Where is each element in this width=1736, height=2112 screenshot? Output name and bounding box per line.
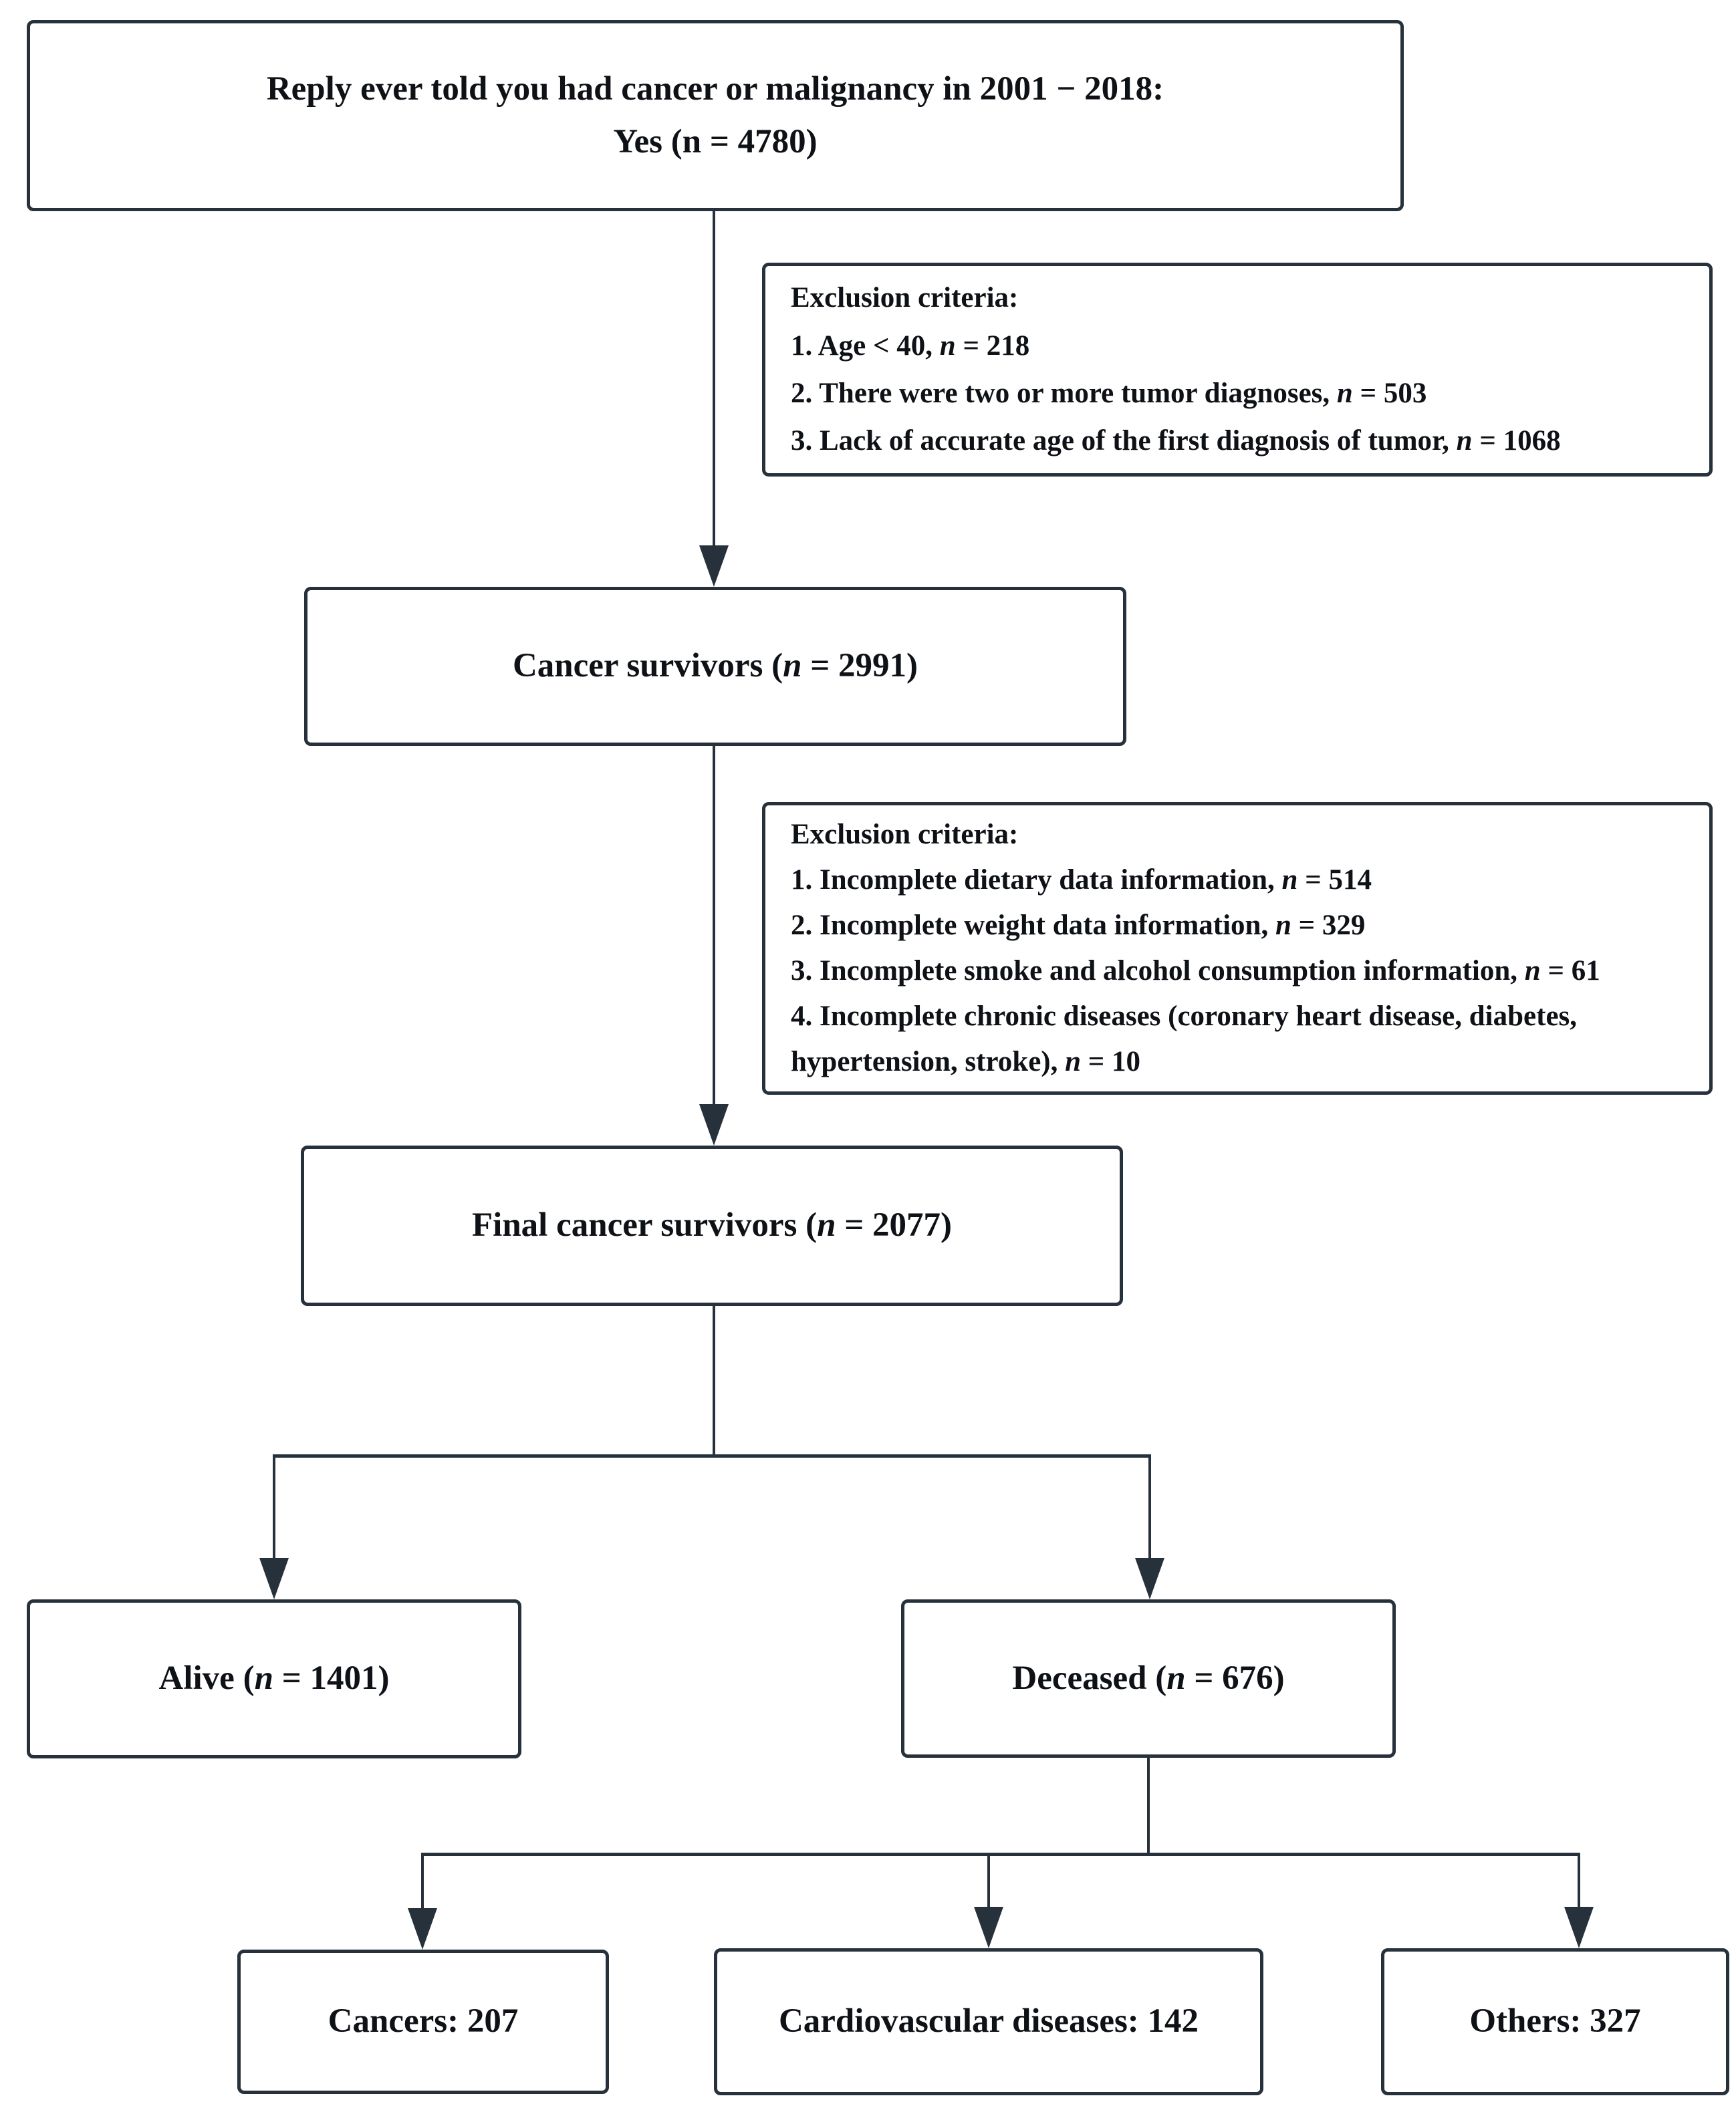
- connector-to-cardiovascular: [987, 1856, 990, 1908]
- arrow-down-icon: [974, 1907, 1003, 1948]
- box-cancer-survivors: Cancer survivors (n = 2991): [304, 587, 1126, 746]
- box-exclusion-criteria-2: Exclusion criteria: 1. Incomplete dietar…: [762, 802, 1713, 1095]
- final-cancer-survivors-label: Final cancer survivors (n = 2077): [472, 1206, 952, 1244]
- box-alive: Alive (n = 1401): [27, 1599, 521, 1758]
- exclusion2-title: Exclusion criteria:: [791, 819, 1019, 851]
- connector-to-deceased: [1148, 1458, 1151, 1559]
- box-deceased: Deceased (n = 676): [901, 1599, 1396, 1758]
- connector-survivors-to-final: [713, 746, 715, 1105]
- box-outcome-cancers: Cancers: 207: [237, 1950, 609, 2094]
- exclusion2-item: 3. Incomplete smoke and alcohol consumpt…: [791, 955, 1600, 986]
- box-final-cancer-survivors: Final cancer survivors (n = 2077): [301, 1146, 1123, 1306]
- exclusion1-item: 3. Lack of accurate age of the first dia…: [791, 425, 1561, 457]
- box-outcome-others: Others: 327: [1381, 1948, 1729, 2095]
- arrow-down-icon: [408, 1908, 437, 1950]
- connector-final-stem: [713, 1306, 715, 1457]
- arrow-down-icon: [1135, 1558, 1164, 1599]
- box-outcome-cardiovascular: Cardiovascular diseases: 142: [714, 1948, 1263, 2095]
- connector-to-others: [1578, 1856, 1580, 1908]
- box-exclusion-criteria-1: Exclusion criteria: 1. Age < 40, n = 218…: [762, 263, 1713, 477]
- exclusion1-title: Exclusion criteria:: [791, 282, 1019, 314]
- outcome-cardiovascular-label: Cardiovascular diseases: 142: [778, 2002, 1199, 2040]
- exclusion2-item: 1. Incomplete dietary data information, …: [791, 864, 1372, 896]
- exclusion2-item: 2. Incomplete weight data information, n…: [791, 910, 1366, 942]
- connector-to-cancers: [421, 1856, 424, 1909]
- outcome-cancers-label: Cancers: 207: [328, 2002, 519, 2040]
- exclusion2-item: 4. Incomplete chronic diseases (coronary…: [791, 1000, 1578, 1077]
- connector-deceased-stem: [1147, 1757, 1150, 1855]
- connector-deceased-branch: [421, 1853, 1580, 1856]
- box-initial-cohort: Reply ever told you had cancer or malign…: [27, 20, 1404, 211]
- connector-initial-to-survivors: [713, 211, 715, 547]
- arrow-down-icon: [1564, 1907, 1594, 1948]
- connector-to-alive: [273, 1458, 275, 1559]
- alive-label: Alive (n = 1401): [158, 1660, 390, 1698]
- outcome-others-label: Others: 327: [1469, 2002, 1641, 2040]
- exclusion1-item: 1. Age < 40, n = 218: [791, 329, 1030, 362]
- cancer-survivors-label: Cancer survivors (n = 2991): [512, 647, 918, 685]
- arrow-down-icon: [259, 1558, 289, 1599]
- deceased-label: Deceased (n = 676): [1012, 1659, 1285, 1697]
- arrow-down-icon: [699, 1104, 729, 1146]
- initial-cohort-line2: Yes (n = 4780): [613, 123, 818, 160]
- initial-cohort-line1: Reply ever told you had cancer or malign…: [266, 70, 1164, 108]
- exclusion1-item: 2. There were two or more tumor diagnose…: [791, 378, 1427, 409]
- connector-final-branch: [273, 1454, 1151, 1458]
- arrow-down-icon: [699, 545, 729, 587]
